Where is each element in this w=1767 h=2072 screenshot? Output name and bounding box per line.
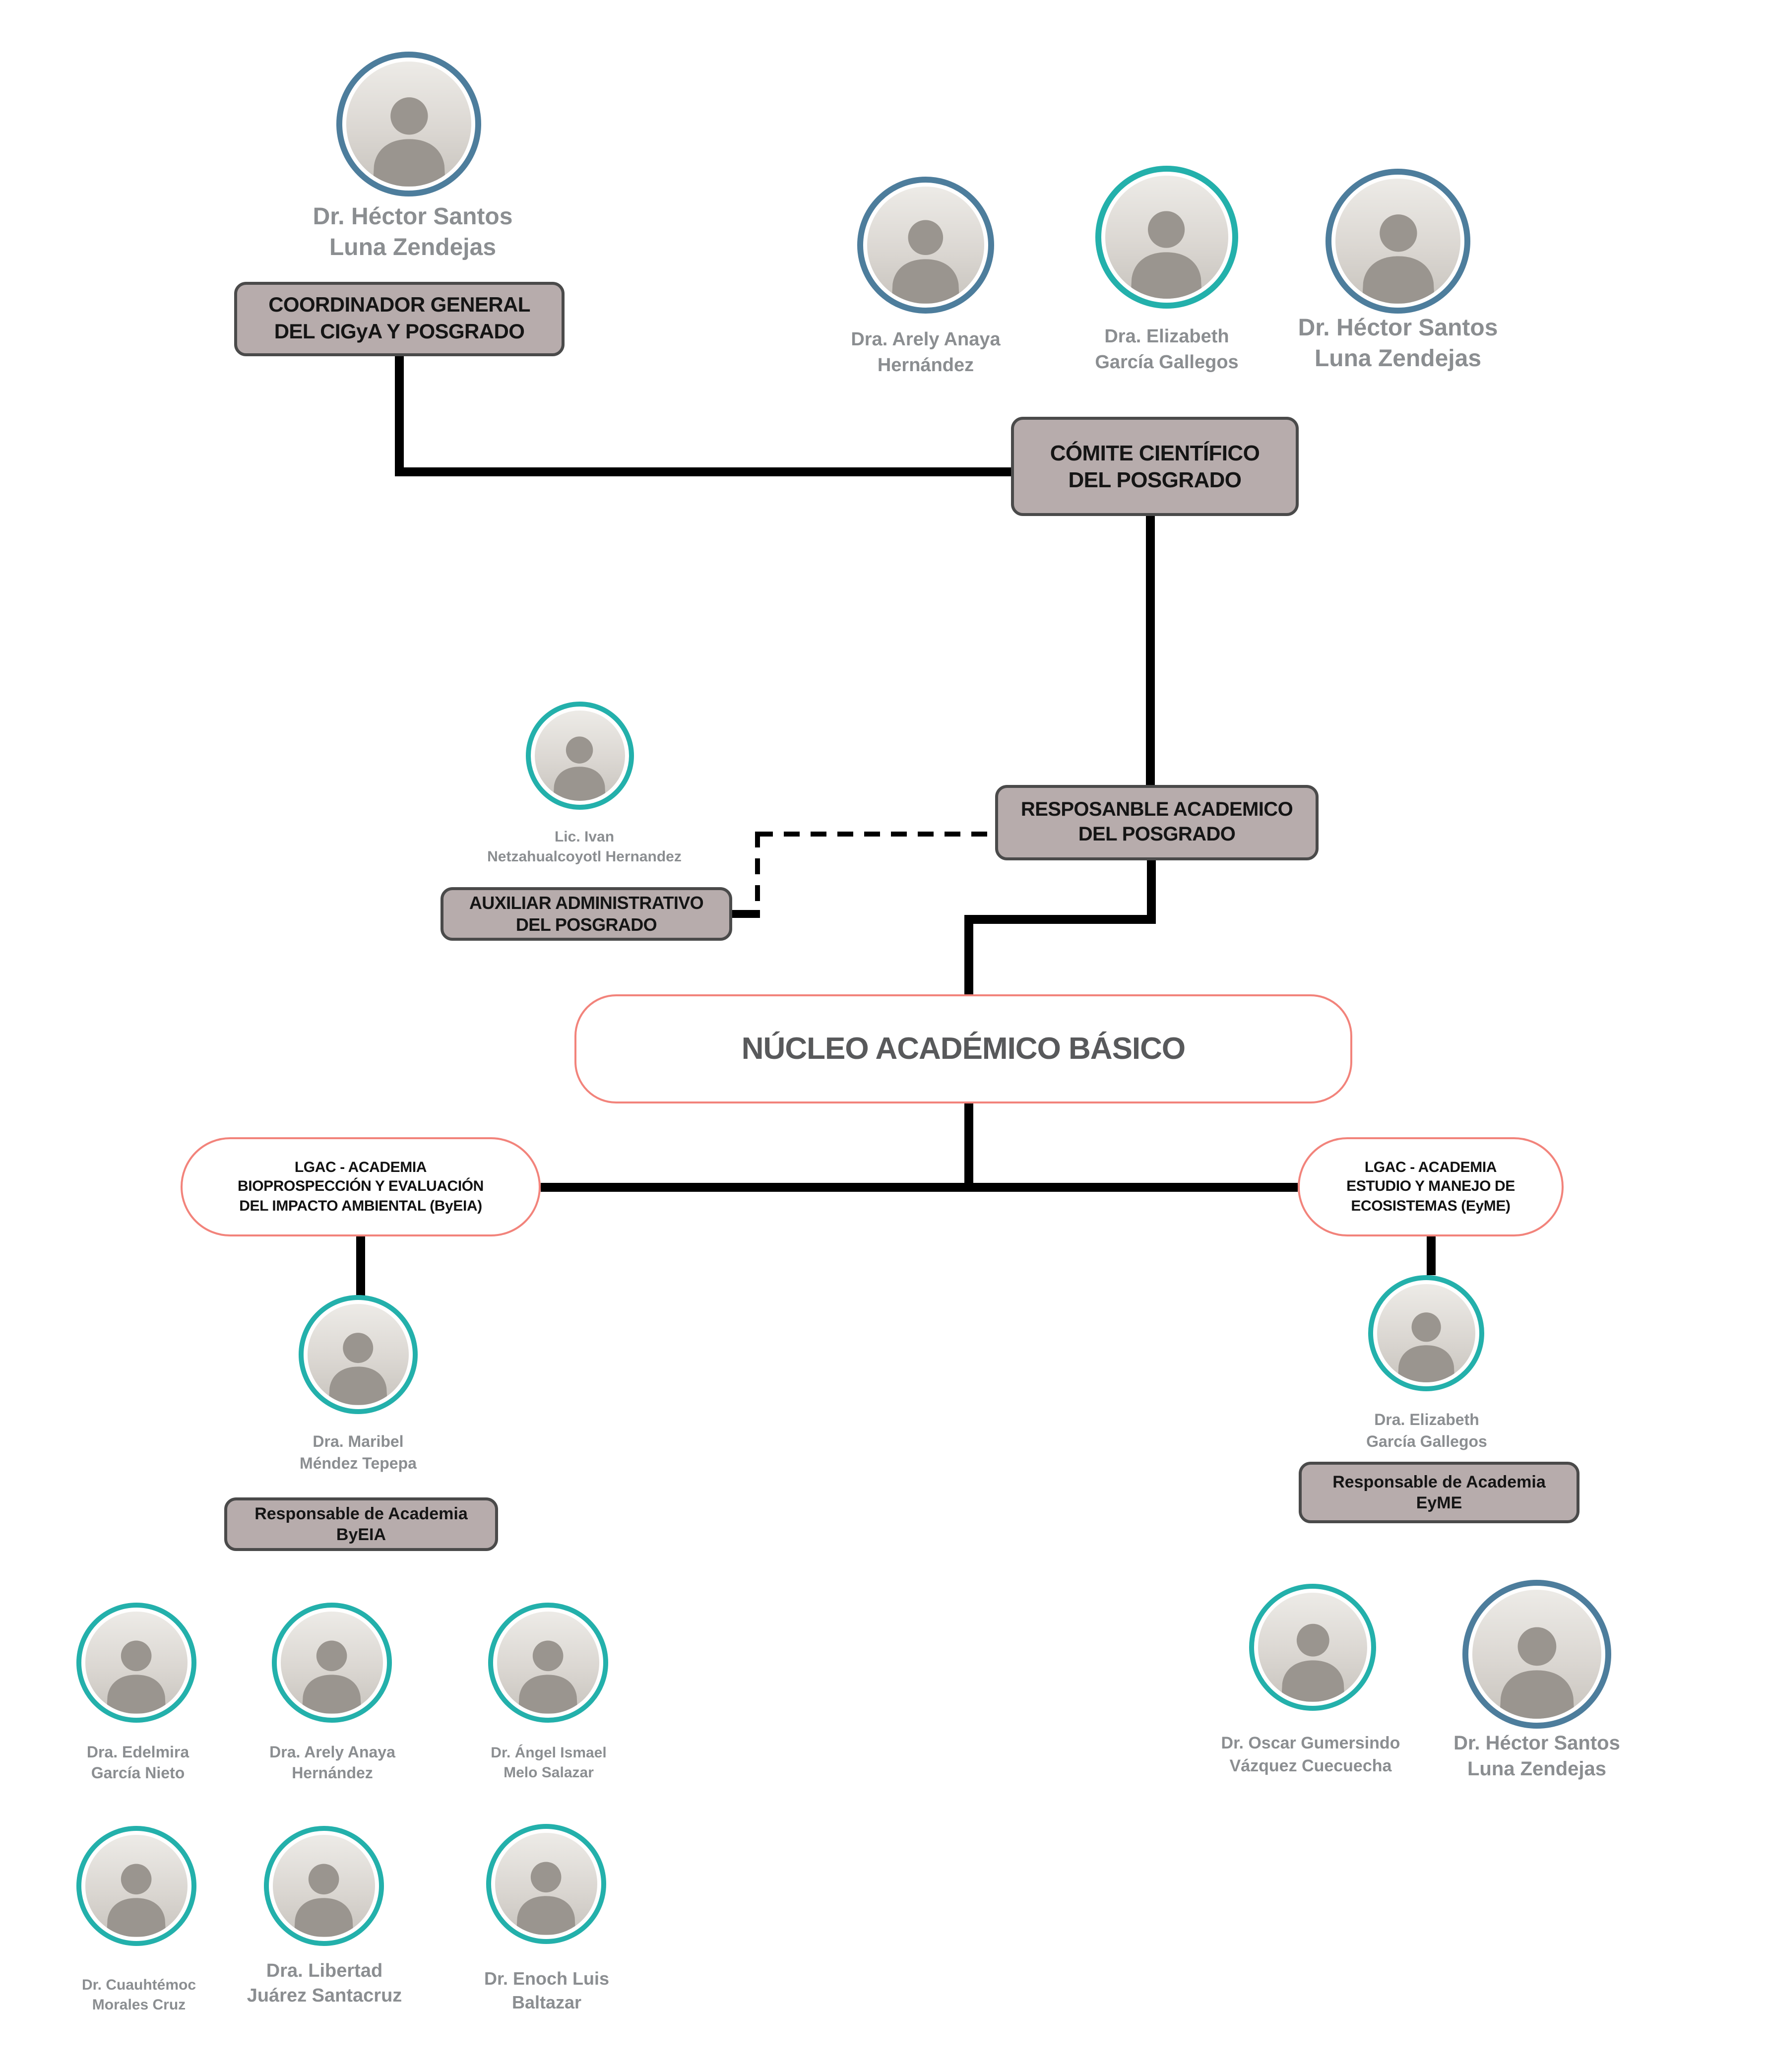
person-silhouette-icon [1499, 1626, 1575, 1719]
name-hector-coordinador: Dr. Héctor Santos Luna Zendejas [313, 203, 513, 261]
avatar-maribel-byeia [299, 1295, 418, 1414]
person-silhouette-icon [554, 736, 606, 801]
avatar-libertad-byeia [264, 1826, 384, 1946]
avatar-enoch-byeia [486, 1824, 606, 1944]
person-silhouette-icon [1361, 214, 1435, 304]
avatar-hector-eyme [1462, 1580, 1611, 1729]
person-silhouette-icon [294, 1864, 354, 1937]
person-photo [85, 1612, 188, 1714]
person-photo [1105, 176, 1228, 299]
person-photo [1377, 1284, 1475, 1382]
person-photo [497, 1612, 599, 1714]
avatar-oscar-eyme [1249, 1584, 1376, 1711]
connector-responsable-jog [964, 915, 1156, 924]
person-photo [85, 1835, 188, 1937]
person-silhouette-icon [107, 1641, 166, 1714]
box-lgac-eyme: LGAC - ACADEMIA ESTUDIO Y MANEJO DE ECOS… [1298, 1137, 1564, 1236]
box-responsable-byeia: Responsable de Academia ByEIA [224, 1497, 498, 1551]
box-auxiliar-administrativo: AUXILIAR ADMINISTRATIVO DEL POSGRADO [441, 887, 732, 941]
person-silhouette-icon [328, 1333, 388, 1405]
connector-eyme-down [1427, 1236, 1436, 1275]
avatar-elizabeth-comite [1095, 166, 1238, 309]
person-photo [1258, 1593, 1367, 1702]
person-silhouette-icon [107, 1864, 166, 1937]
person-silhouette-icon [518, 1641, 578, 1714]
connector-coordinador-comite [395, 467, 1011, 476]
connector-to-nucleo [964, 924, 973, 994]
person-silhouette-icon [1281, 1624, 1344, 1702]
name-arely-byeia: Dra. Arely Anaya Hernández [269, 1745, 395, 1782]
person-silhouette-icon [516, 1862, 576, 1935]
connector-lgac-trunk [541, 1183, 1298, 1192]
avatar-arely-byeia [272, 1603, 392, 1723]
person-photo [273, 1835, 375, 1937]
avatar-hector-comite [1325, 169, 1470, 314]
person-silhouette-icon [891, 220, 960, 304]
avatar-elizabeth-eyme [1368, 1275, 1484, 1391]
name-edelmira-byeia: Dra. Edelmira García Nieto [86, 1745, 189, 1782]
person-silhouette-icon [1397, 1312, 1455, 1382]
person-photo [308, 1304, 409, 1405]
connector-nucleo-down [964, 1103, 973, 1192]
person-photo [346, 62, 471, 187]
name-hector-eyme: Dr. Héctor Santos Luna Zendejas [1453, 1733, 1620, 1780]
name-arely-comite: Dra. Arely Anaya Hernández [851, 329, 1001, 376]
name-libertad-byeia: Dra. Libertad Juárez Santacruz [247, 1961, 402, 2007]
avatar-ivan-auxiliar [526, 702, 634, 810]
connector-dashed-responsable-auxiliar-v [755, 832, 760, 914]
name-enoch-byeia: Dr. Enoch Luis Baltazar [484, 1969, 610, 2012]
person-photo [1335, 179, 1460, 304]
name-elizabeth-eyme: Dra. Elizabeth García Gallegos [1366, 1412, 1487, 1451]
avatar-arely-comite [857, 177, 994, 314]
person-photo [1472, 1590, 1601, 1719]
name-angel-byeia: Dr. Ángel Ismael Melo Salazar [491, 1745, 607, 1781]
box-lgac-byeia: LGAC - ACADEMIA BIOPROSPECCIÓN Y EVALUAC… [181, 1137, 541, 1236]
person-silhouette-icon [372, 97, 445, 187]
connector-auxiliar-stub [732, 910, 760, 918]
name-hector-comite: Dr. Héctor Santos Luna Zendejas [1298, 315, 1498, 372]
avatar-hector-coordinador [336, 52, 481, 196]
box-nucleo-academico-basico: NÚCLEO ACADÉMICO BÁSICO [574, 994, 1352, 1103]
avatar-edelmira-byeia [76, 1603, 196, 1723]
connector-responsable-down [1147, 860, 1156, 924]
person-silhouette-icon [1131, 211, 1202, 299]
person-photo [535, 711, 625, 801]
box-responsable-eyme: Responsable de Academia EyME [1299, 1462, 1579, 1523]
name-elizabeth-comite: Dra. Elizabeth García Gallegos [1095, 326, 1239, 373]
avatar-cuauhtemoc-byeia [76, 1826, 196, 1946]
box-coordinador-general: COORDINADOR GENERAL DEL CIGyA Y POSGRADO [234, 282, 565, 356]
connector-dashed-responsable-auxiliar-h [757, 832, 995, 837]
name-ivan-auxiliar: Lic. Ivan Netzahualcoyotl Hernandez [487, 829, 682, 865]
name-oscar-eyme: Dr. Oscar Gumersindo Vázquez Cuecuecha [1221, 1734, 1400, 1775]
connector-byeia-down [356, 1236, 365, 1296]
person-photo [495, 1833, 597, 1935]
box-responsable-academico: RESPOSANBLE ACADEMICO DEL POSGRADO [995, 785, 1319, 860]
name-cuauhtemoc-byeia: Dr. Cuauhtémoc Morales Cruz [81, 1977, 196, 2013]
person-photo [867, 187, 984, 304]
connector-comite-responsable [1146, 516, 1155, 785]
name-maribel-byeia: Dra. Maribel Méndez Tepepa [300, 1434, 417, 1473]
person-silhouette-icon [302, 1641, 362, 1714]
connector-coordinador-down [395, 356, 404, 476]
avatar-angel-byeia [488, 1603, 608, 1723]
person-photo [281, 1612, 383, 1714]
box-comite-cientifico: CÓMITE CIENTÍFICO DEL POSGRADO [1011, 417, 1299, 516]
